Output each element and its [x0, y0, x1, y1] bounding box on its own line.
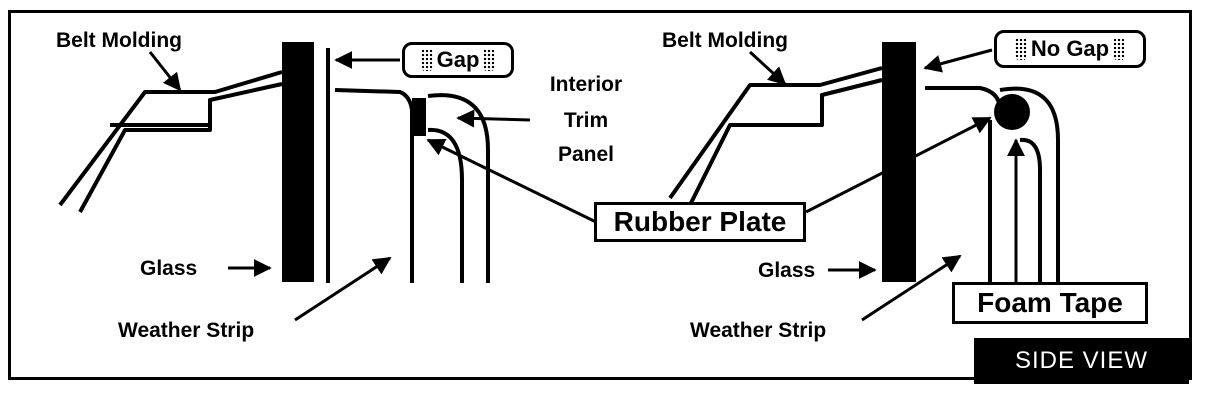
label-no-gap: No Gap	[994, 30, 1146, 68]
weather-strip-left-top	[334, 88, 414, 283]
label-gap-text: Gap	[436, 47, 480, 72]
pill-dots-icon	[420, 49, 433, 71]
label-trim: Trim	[563, 109, 609, 132]
trim-panel-right-inner	[1019, 137, 1042, 283]
label-glass-left: Glass	[140, 257, 198, 280]
label-panel: Panel	[557, 143, 615, 166]
pill-dots-icon	[483, 49, 496, 71]
belt-molding-left-outer	[58, 70, 283, 207]
trim-panel-left	[427, 93, 490, 283]
rubber-plate-left	[412, 98, 426, 136]
label-belt-molding-left: Belt Molding	[56, 29, 182, 52]
label-rubber-plate: Rubber Plate	[594, 202, 806, 242]
belt-molding-left-inner	[78, 82, 283, 213]
foam-tape-blob	[994, 94, 1030, 130]
trim-panel-right	[999, 86, 1060, 283]
trim-panel-left-inner	[427, 127, 464, 283]
label-weather-strip-left: Weather Strip	[118, 319, 255, 342]
label-weather-strip-right: Weather Strip	[690, 319, 827, 342]
label-foam-tape: Foam Tape	[952, 282, 1148, 324]
label-interior: Interior	[549, 73, 623, 96]
belt-molding-right-inner	[688, 78, 883, 206]
label-glass-right: Glass	[758, 259, 816, 282]
pill-dots-icon	[1014, 38, 1027, 60]
side-view-badge: SIDE VIEW	[974, 338, 1189, 384]
glass-left	[282, 42, 314, 282]
weather-strip-right-top	[925, 86, 1002, 111]
pill-dots-icon	[1113, 38, 1126, 60]
label-gap: Gap	[402, 42, 514, 78]
glass-right	[882, 42, 916, 282]
label-belt-molding-right: Belt Molding	[662, 29, 788, 52]
label-no-gap-text: No Gap	[1030, 36, 1110, 61]
